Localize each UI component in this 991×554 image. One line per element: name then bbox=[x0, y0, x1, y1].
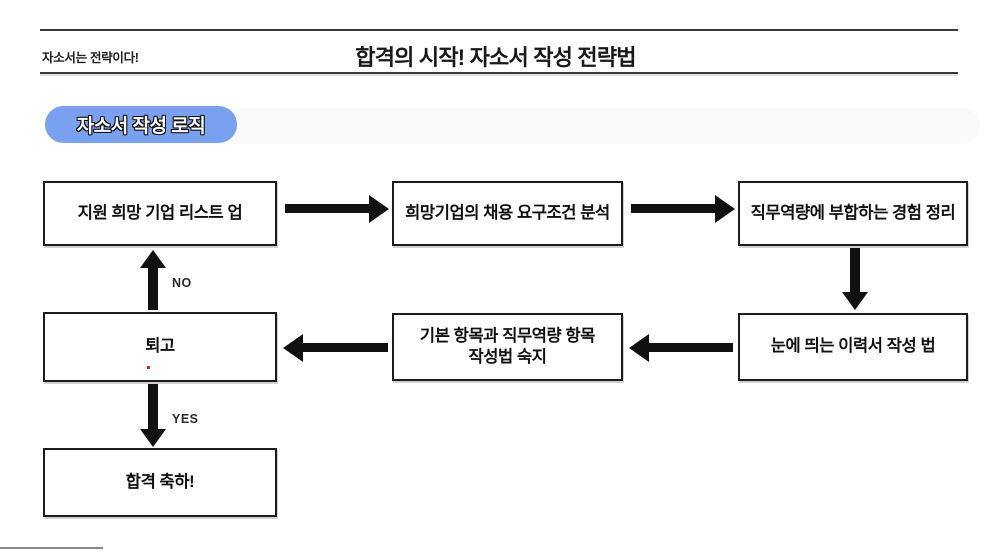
flow-box-congrats: 합격 축하! bbox=[43, 448, 277, 517]
flow-box-analyze: 희망기업의 채용 요구조건 분석 bbox=[392, 181, 623, 246]
no-branch-label: NO bbox=[172, 276, 192, 290]
flow-box-experience: 직무역량에 부합하는 경험 정리 bbox=[738, 181, 968, 246]
arrow-experience-to-resume-icon bbox=[850, 248, 860, 292]
section-badge: 자소서 작성 로직 bbox=[45, 106, 237, 143]
arrow-resume-to-items-icon bbox=[649, 343, 733, 352]
arrow-analyze-to-experience-icon bbox=[631, 204, 715, 213]
arrow-items-to-revise-icon bbox=[303, 343, 388, 352]
flow-box-resume: 눈에 띄는 이력서 작성 법 bbox=[738, 313, 968, 381]
footer-line bbox=[0, 547, 103, 549]
flow-box-revise: 퇴고 bbox=[43, 312, 277, 382]
red-dot bbox=[147, 366, 150, 369]
arrow-listup-to-analyze-icon bbox=[285, 204, 369, 213]
flow-box-items: 기본 항목과 직무역량 항목 작성법 숙지 bbox=[392, 313, 623, 381]
header-kicker: 자소서는 전략이다! bbox=[42, 51, 139, 65]
section-badge-label: 자소서 작성 로직 bbox=[76, 116, 206, 137]
page-title: 합격의 시작! 자소서 작성 전략법 bbox=[355, 45, 636, 70]
header-rule-bottom bbox=[40, 72, 958, 74]
yes-branch-label: YES bbox=[172, 412, 199, 426]
header-rule-top bbox=[40, 29, 958, 31]
arrow-revise-no-loop-icon bbox=[148, 268, 158, 310]
arrow-revise-yes-icon bbox=[148, 384, 158, 429]
flow-box-list-up: 지원 희망 기업 리스트 업 bbox=[43, 181, 277, 246]
